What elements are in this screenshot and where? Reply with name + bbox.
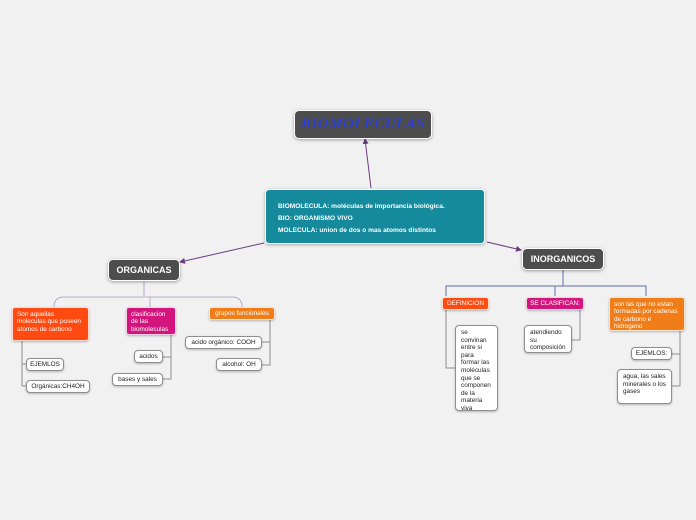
inorganicos-label: INORGANICOS (530, 254, 596, 264)
clasificacion-node[interactable]: clasificacion de las biomoleculas (126, 307, 176, 335)
inorganicos-ejemplos-node[interactable]: EJEMLOS: (631, 347, 672, 360)
composicion-node[interactable]: atendiendo su composición (524, 325, 572, 353)
arrow-to-inorganicos (486, 241, 522, 252)
acido-organico-text: acido orgánico: COOH (191, 338, 256, 346)
root-line-2: BIO: ORGANISMO VIVO (278, 215, 353, 222)
organicas-definition-node[interactable]: Son aquellas moleculas que poseen atomos… (12, 307, 89, 341)
clasificacion-text: clasificacion de las biomoleculas (131, 311, 169, 333)
organicas-branch-line (53, 281, 243, 308)
inorganicos-node[interactable]: INORGANICOS (522, 248, 604, 270)
inorganicos-ejemplo-text: agua, las sales minerales o los gases (623, 373, 666, 396)
arrow-to-organicas (179, 242, 265, 264)
title-text: BIOMOLECULAS (300, 116, 426, 132)
bases-sales-text: bases y sales (118, 375, 157, 383)
alcohol-text: alcohol: OH (222, 360, 256, 368)
root-line-3: MOLECULA: union de dos o mas atomos dist… (278, 227, 436, 234)
organicas-formula-text: Orgánicas:CH4OH (31, 382, 85, 390)
se-clasifican-node[interactable]: SE CLASIFICAN: (526, 297, 584, 310)
composicion-text: atendiendo su composición (530, 329, 566, 352)
acidos-text: acidos (139, 352, 158, 360)
organicas-ejemplos-text: EJEMLOS (30, 360, 60, 368)
inorganicos-clas-line (572, 310, 581, 341)
organicas-node[interactable]: ORGANICAS (108, 259, 180, 281)
alcohol-node[interactable]: alcohol: OH (216, 358, 262, 371)
no-carbono-text: son las que no estan formadas por cadena… (614, 301, 678, 331)
organicas-clas-line (163, 334, 172, 380)
definicion-description: se convinan entre si para formar las mol… (461, 329, 491, 412)
title-node[interactable]: BIOMOLECULAS (294, 110, 432, 139)
inorganicos-ejemplo-text-node[interactable]: agua, las sales minerales o los gases (617, 369, 672, 404)
organicas-label: ORGANICAS (116, 265, 172, 275)
no-carbono-node[interactable]: son las que no estan formadas por cadena… (609, 297, 685, 331)
bases-sales-node[interactable]: bases y sales (112, 373, 163, 386)
inorganicos-def-line (445, 310, 455, 369)
organicas-grupos-line (262, 320, 271, 366)
definicion-node[interactable]: DEFINICION (442, 297, 489, 310)
inorganicos-branch-line (445, 270, 647, 296)
acido-organico-node[interactable]: acido orgánico: COOH (185, 336, 262, 349)
root-line-1: BIOMOLECULA: moléculas de importancia bi… (278, 203, 445, 210)
organicas-ejemplos-node[interactable]: EJEMLOS (26, 358, 64, 371)
se-clasifican-text: SE CLASIFICAN: (530, 299, 580, 307)
grupos-funcionales-text: grupos funcionales (215, 309, 269, 317)
definicion-text: DEFINICION (447, 299, 484, 307)
organicas-definition-text: Son aquellas moleculas que poseen atomos… (17, 311, 81, 333)
grupos-funcionales-node[interactable]: grupos funcionales (209, 307, 275, 320)
arrow-to-title (362, 138, 372, 189)
organicas-formula-node[interactable]: Orgánicas:CH4OH (26, 380, 90, 393)
inorganicos-nocarb-line (672, 331, 681, 387)
inorganicos-ejemplos-text: EJEMLOS: (635, 349, 668, 357)
root-node[interactable]: BIOMOLECULA: moléculas de importancia bi… (265, 189, 485, 244)
definicion-text-node[interactable]: se convinan entre si para formar las mol… (455, 325, 498, 412)
acidos-node[interactable]: acidos (134, 350, 163, 363)
